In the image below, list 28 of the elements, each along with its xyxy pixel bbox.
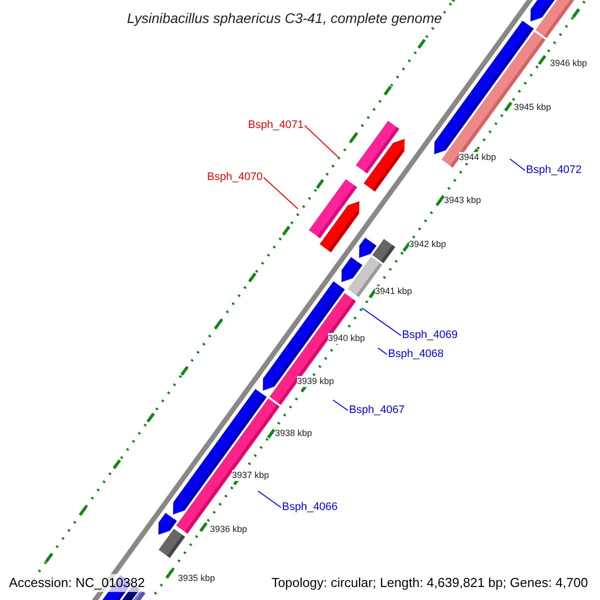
leader-line: [362, 308, 402, 336]
tick-label: 3944 kbp: [459, 152, 496, 163]
leader-line: [258, 490, 282, 508]
tick-label: 3938 kbp: [275, 428, 312, 439]
gene-label: Bsph_4070: [207, 171, 263, 184]
genome-info-text: Topology: circular; Length: 4,639,821 bp; Genes: 4,700: [269, 575, 590, 591]
gene-label: Bsph_4067: [349, 404, 405, 417]
leader-line: [378, 348, 388, 355]
tick-label: 3946 kbp: [550, 58, 588, 69]
gene-label: Bsph_4072: [526, 164, 582, 177]
tick-label: 3939 kbp: [297, 376, 334, 387]
gene-label: Bsph_4069: [402, 329, 458, 342]
title: Lysinibacillus sphaericus C3-41, complete genome: [127, 10, 442, 26]
tick-label: 3937 kbp: [232, 470, 270, 481]
tick-label: 3942 kbp: [409, 239, 446, 250]
leader-line: [304, 125, 338, 158]
tick-label: 3945 kbp: [514, 102, 552, 113]
gene-label: Bsph_4066: [282, 501, 338, 514]
leader-line: [332, 400, 348, 411]
tick-label: 3941 kbp: [375, 286, 412, 297]
tick-label: 3940 kbp: [328, 333, 366, 344]
tick-label: 3935 kbp: [178, 573, 216, 584]
gene-label: Bsph_4068: [388, 348, 444, 361]
tick-label: 3943 kbp: [444, 195, 482, 206]
leader-line: [510, 158, 526, 171]
tick-label: 3936 kbp: [210, 524, 248, 535]
leader-line: [263, 177, 298, 210]
gene-label: Bsph_4071: [248, 119, 304, 132]
